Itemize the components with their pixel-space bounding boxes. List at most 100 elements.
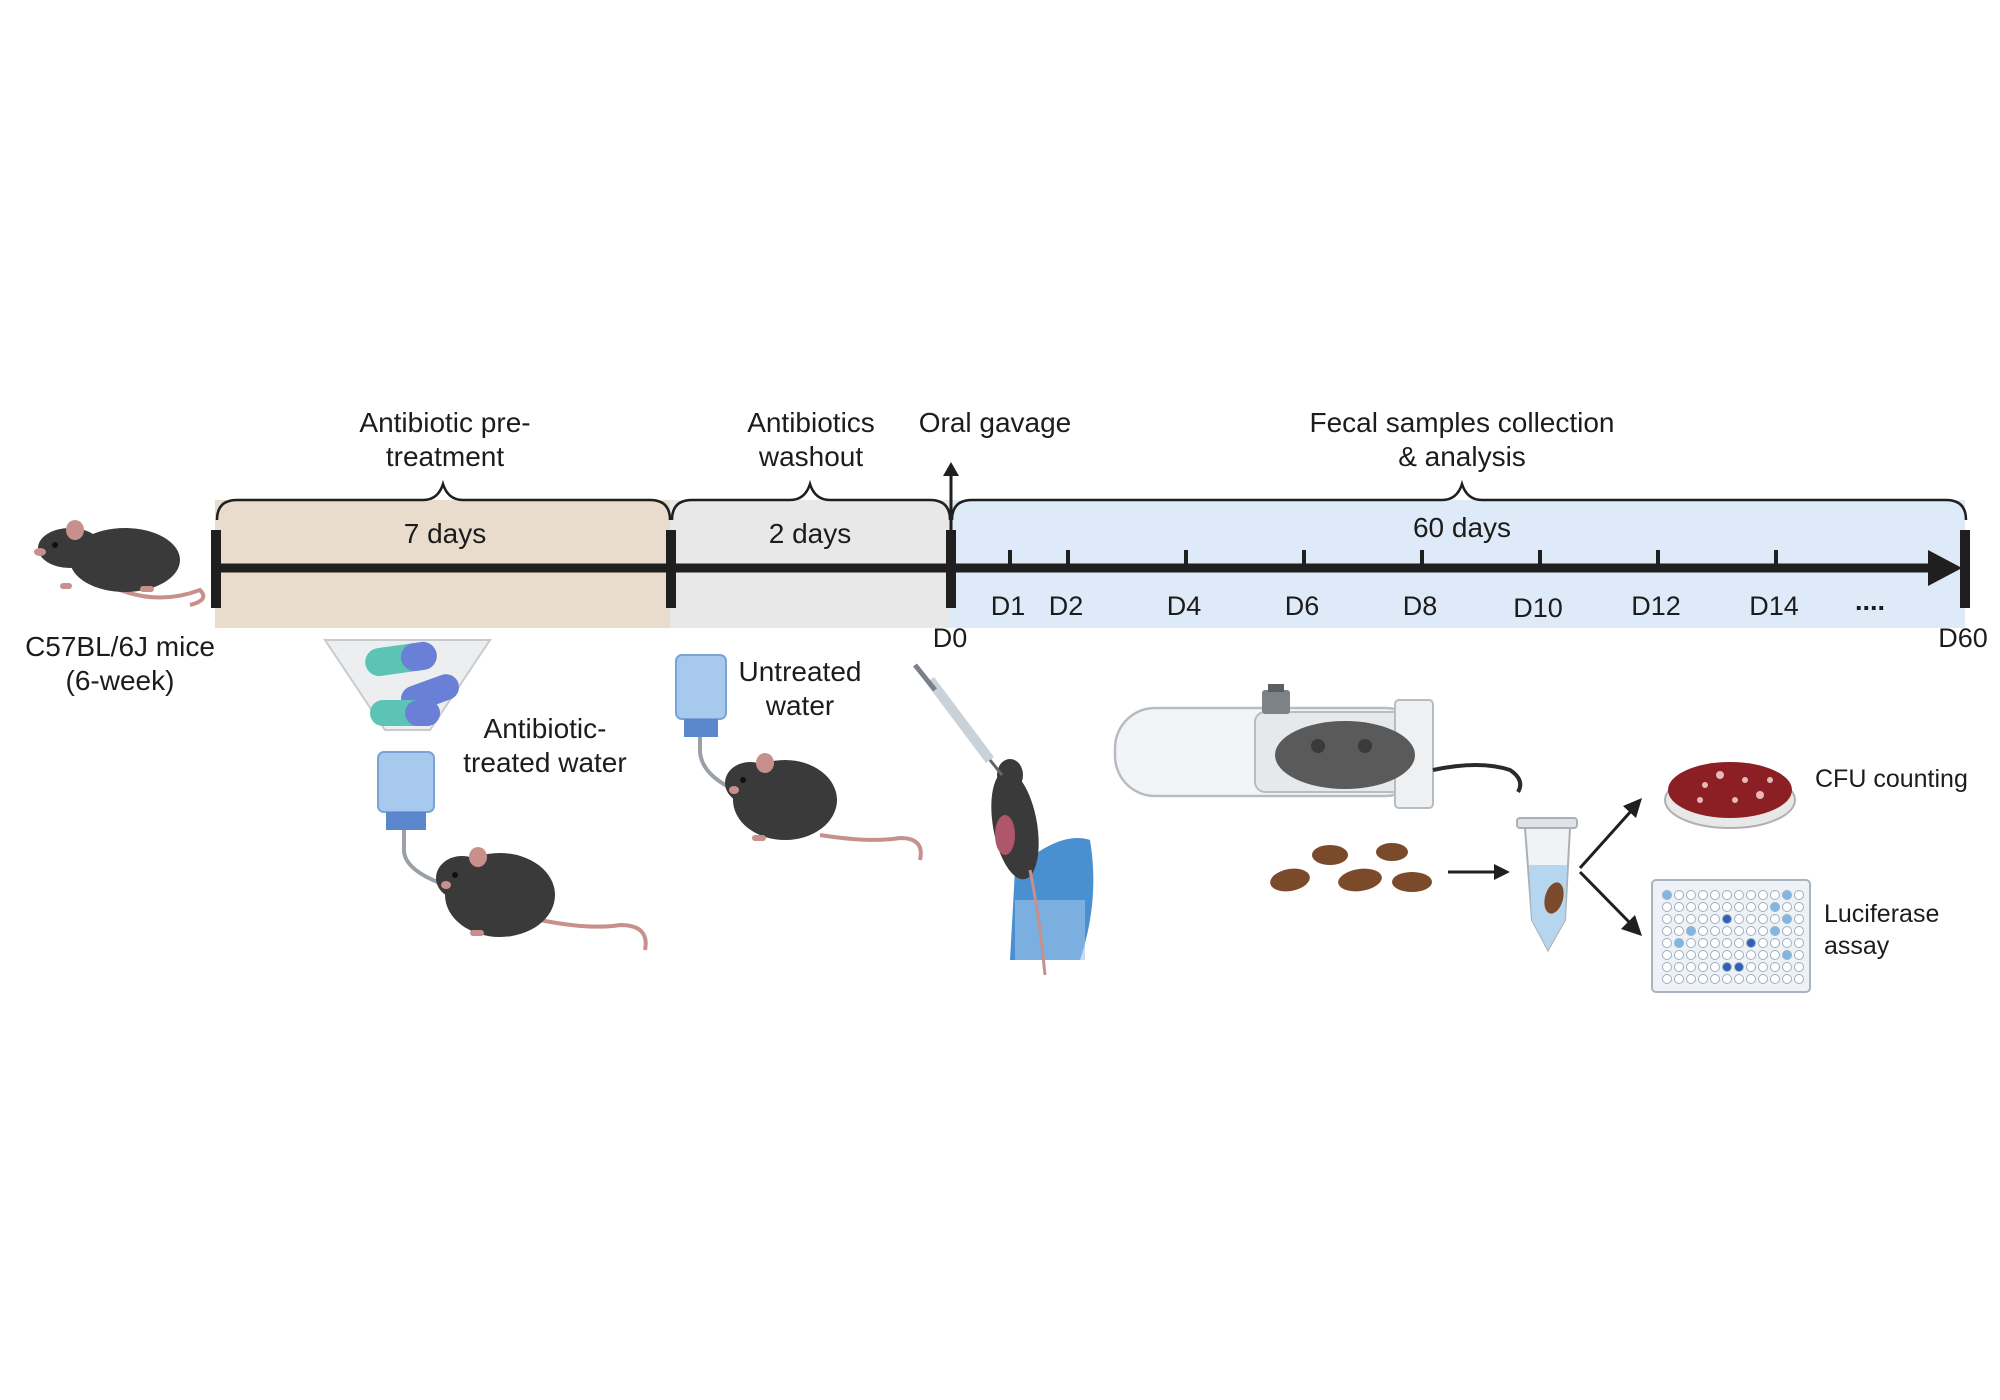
well [1722, 962, 1732, 972]
well [1686, 962, 1696, 972]
well [1770, 902, 1780, 912]
well [1758, 902, 1768, 912]
well [1686, 926, 1696, 936]
phase-collection-duration: 60 days [1412, 512, 1512, 543]
mouse-untreated-icon [725, 753, 923, 861]
well [1722, 950, 1732, 960]
well [1722, 938, 1732, 948]
restrainer-tube-icon [1113, 684, 1523, 809]
well [1782, 902, 1792, 912]
well [1770, 890, 1780, 900]
tick-d60 [1960, 530, 1970, 608]
well [1686, 914, 1696, 924]
well [1674, 950, 1684, 960]
well [1746, 938, 1756, 948]
well [1746, 890, 1756, 900]
well [1734, 890, 1744, 900]
well [1758, 974, 1768, 984]
well [1746, 950, 1756, 960]
well [1710, 974, 1720, 984]
timepoint-d8: D8 [1402, 591, 1438, 621]
well [1782, 974, 1792, 984]
well [1770, 938, 1780, 948]
well [1698, 962, 1708, 972]
well [1698, 974, 1708, 984]
well [1710, 902, 1720, 912]
arrow-to-luciferase-head [1621, 915, 1642, 936]
timepoint-d10: D10 [1513, 593, 1563, 623]
well [1782, 890, 1792, 900]
cfu-counting-label: CFU counting [1815, 765, 1968, 793]
oral-gavage-icon [913, 663, 1094, 976]
well [1794, 902, 1804, 912]
fecal-pellets-icon [1270, 843, 1432, 892]
phase-pretreatment-title: Antibiotic pre- treatment [359, 407, 531, 472]
luciferase-assay-label: Luciferase assay [1824, 900, 1940, 960]
well [1734, 926, 1744, 936]
well [1782, 926, 1792, 936]
well [1770, 962, 1780, 972]
well [1782, 914, 1792, 924]
well [1770, 950, 1780, 960]
well [1794, 962, 1804, 972]
phase-pretreatment-duration: 7 days [403, 518, 487, 549]
well [1674, 902, 1684, 912]
phase-collection-title: Fecal samples collection & analysis [1309, 407, 1615, 472]
day-ticks [1008, 550, 1778, 570]
timepoint-d2: D2 [1048, 591, 1084, 621]
phase-washout-duration: 2 days [768, 518, 852, 549]
well [1698, 890, 1708, 900]
well [1698, 950, 1708, 960]
well [1722, 890, 1732, 900]
well [1758, 926, 1768, 936]
bracket-collection [950, 479, 1968, 521]
well [1746, 914, 1756, 924]
mouse-treated-icon [436, 847, 648, 951]
well [1686, 950, 1696, 960]
bracket-pretreatment [215, 479, 672, 521]
phase-washout-title: Antibiotics washout [747, 407, 875, 472]
well [1758, 962, 1768, 972]
well-plate-icon [1651, 879, 1811, 993]
untreated-water-label: Untreated water [738, 656, 862, 721]
well [1698, 938, 1708, 948]
well [1722, 974, 1732, 984]
timepoint-d4: D4 [1166, 591, 1202, 621]
well [1662, 926, 1672, 936]
well [1722, 926, 1732, 936]
well [1734, 938, 1744, 948]
well [1770, 914, 1780, 924]
well [1746, 902, 1756, 912]
well [1674, 938, 1684, 948]
well [1794, 950, 1804, 960]
end-label-d60: D60 [1938, 623, 1988, 653]
well [1710, 926, 1720, 936]
start-label-d0: D0 [932, 623, 968, 653]
well [1758, 938, 1768, 948]
well [1662, 962, 1672, 972]
well [1758, 914, 1768, 924]
well [1674, 926, 1684, 936]
pill-funnel-icon [323, 639, 492, 731]
well [1710, 950, 1720, 960]
well [1674, 974, 1684, 984]
well [1662, 914, 1672, 924]
well [1662, 974, 1672, 984]
bracket-washout [670, 479, 952, 521]
well [1674, 890, 1684, 900]
timeline-arrowhead [1928, 550, 1962, 586]
microtube-icon [1516, 817, 1578, 953]
tick-washout [666, 530, 676, 608]
well [1794, 890, 1804, 900]
well [1710, 914, 1720, 924]
gavage-label: Oral gavage [918, 407, 1072, 438]
well [1674, 962, 1684, 972]
mouse-strain-label: C57BL/6J mice (6-week) [25, 631, 215, 696]
arrow-to-cfu-head [1623, 798, 1642, 818]
well [1698, 914, 1708, 924]
well [1794, 926, 1804, 936]
well [1794, 914, 1804, 924]
well [1662, 938, 1672, 948]
